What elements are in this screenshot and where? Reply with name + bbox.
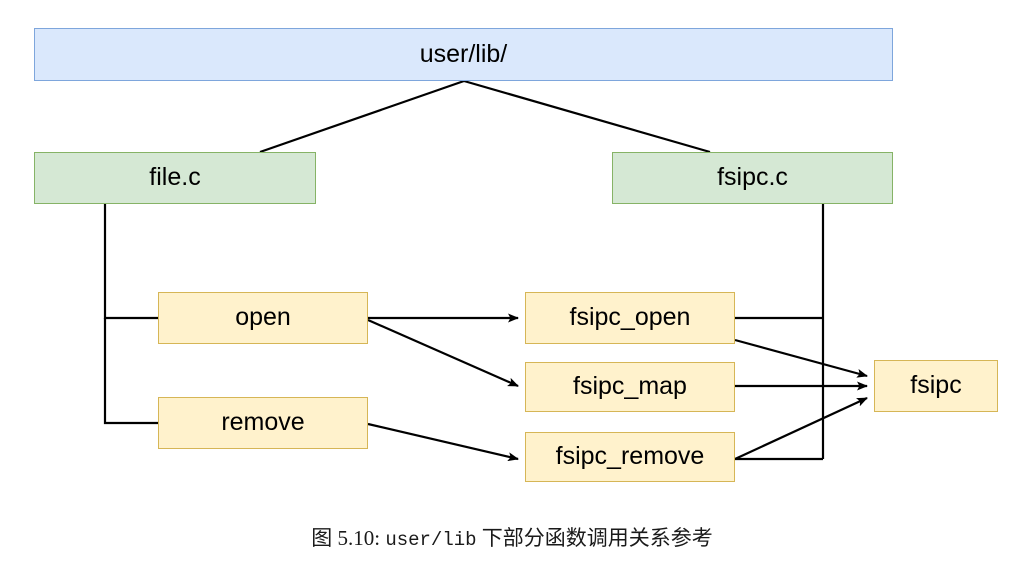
node-open[interactable]: open [158, 292, 368, 344]
node-fsipc-c[interactable]: fsipc.c [612, 152, 893, 204]
edge-open-to-fsipcmap [367, 318, 519, 388]
node-fsipc-remove-label: fsipc_remove [555, 442, 705, 471]
node-fsipc-open[interactable]: fsipc_open [525, 292, 735, 344]
edge-filec-to-open [103, 204, 158, 320]
edge-fsipcopen-to-fsipc [734, 338, 868, 378]
node-fsipc-label: fsipc [910, 371, 962, 400]
node-file-c[interactable]: file.c [34, 152, 316, 204]
node-user-lib[interactable]: user/lib/ [34, 28, 893, 81]
caption-number: 5.10: [337, 526, 381, 550]
node-fsipc-open-label: fsipc_open [569, 303, 691, 332]
node-user-lib-label: user/lib/ [419, 39, 508, 68]
edge-userlib-to-filec [259, 79, 465, 154]
node-remove-label: remove [221, 408, 305, 437]
edge-userlib-to-fsipcc [463, 79, 711, 154]
node-fsipc-c-label: fsipc.c [717, 163, 788, 192]
node-fsipc-remove[interactable]: fsipc_remove [525, 432, 735, 482]
node-file-c-label: file.c [149, 163, 201, 192]
node-fsipc-map-label: fsipc_map [573, 372, 687, 401]
node-fsipc-map[interactable]: fsipc_map [525, 362, 735, 412]
caption-prefix: 图 [311, 526, 333, 550]
caption-path: user/lib [385, 529, 477, 551]
caption-suffix: 下部分函数调用关系参考 [481, 526, 713, 550]
figure-caption: 图 5.10: user/lib 下部分函数调用关系参考 [0, 522, 1024, 552]
node-remove[interactable]: remove [158, 397, 368, 449]
edge-fsipcremove-to-fsipc [734, 397, 868, 460]
edge-filec-to-remove [103, 318, 158, 425]
edge-remove-to-fsipcremove [367, 422, 519, 462]
node-fsipc[interactable]: fsipc [874, 360, 998, 412]
node-open-label: open [235, 303, 291, 332]
